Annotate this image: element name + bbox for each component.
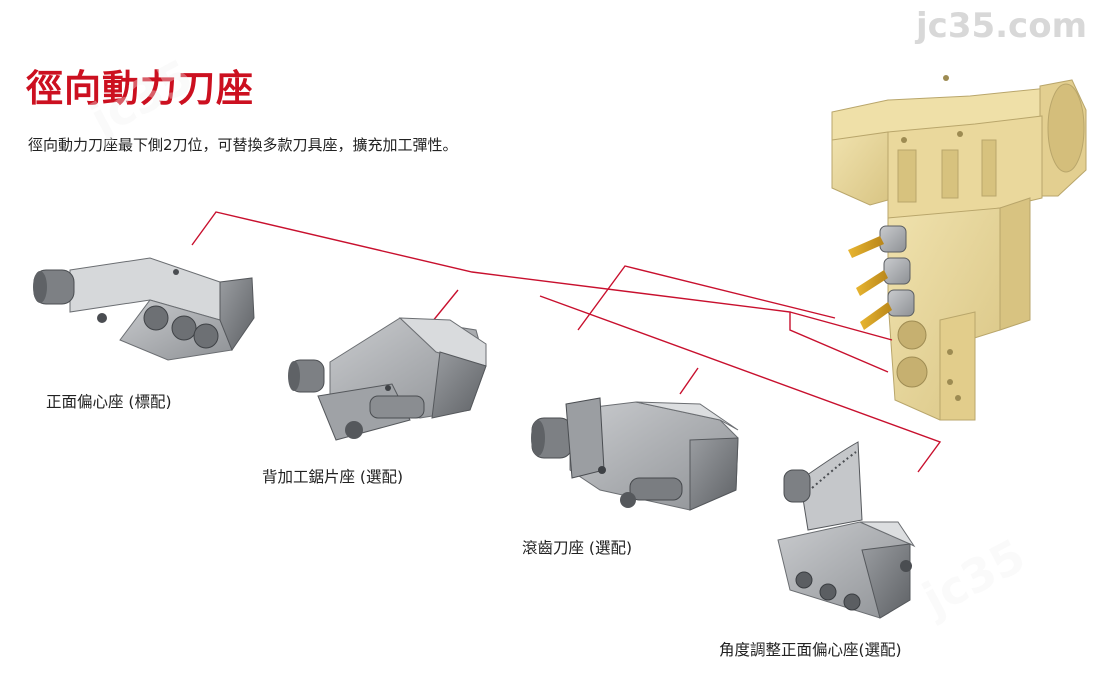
page-subtitle: 徑向動力刀座最下側2刀位，可替換多款刀具座，擴充加工彈性。 — [28, 136, 458, 154]
radial-turret-illustration — [831, 75, 1087, 421]
holder-hobbing — [531, 397, 739, 511]
turret-tool-2 — [856, 257, 911, 296]
page-title: 徑向動力刀座 — [26, 67, 254, 110]
holder-back-saw — [288, 317, 487, 441]
watermark-text: jc35.com — [916, 6, 1087, 46]
connector-lines — [191, 211, 942, 473]
turret-tool-1 — [848, 225, 907, 258]
caption-front-eccentric: 正面偏心座 (標配) — [46, 393, 172, 411]
holder-front-eccentric — [33, 257, 255, 361]
caption-angle-adjustable: 角度調整正面偏心座(選配) — [719, 641, 902, 659]
holder-angle-adjustable — [777, 441, 916, 619]
caption-back-saw: 背加工鋸片座 (選配) — [262, 468, 404, 486]
turret-tool-3 — [860, 289, 915, 330]
caption-hobbing: 滾齒刀座 (選配) — [522, 539, 633, 557]
